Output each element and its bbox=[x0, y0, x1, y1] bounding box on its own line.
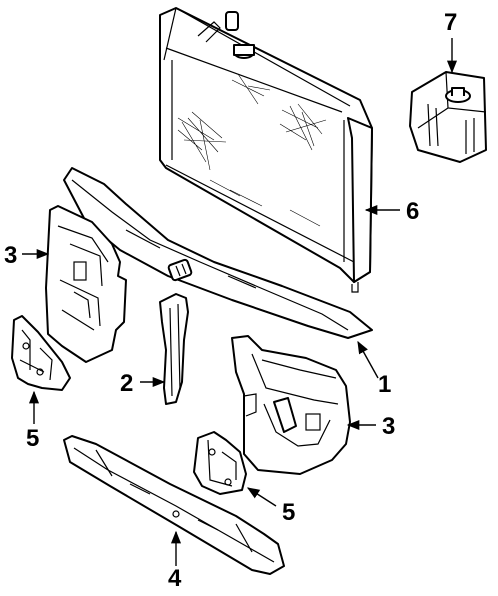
radiator bbox=[159, 7, 373, 293]
coolant-reservoir bbox=[409, 71, 487, 163]
center-brace bbox=[159, 293, 189, 405]
leader-1 bbox=[357, 340, 379, 379]
leader-lines bbox=[22, 38, 458, 566]
callout-7: 7 bbox=[444, 9, 457, 36]
callout-4: 4 bbox=[168, 565, 182, 592]
radiator-support-upper bbox=[63, 167, 373, 339]
lower-tie-bar bbox=[63, 435, 285, 575]
leader-5b bbox=[246, 487, 277, 507]
radiator-fins bbox=[177, 73, 327, 227]
side-panel-left bbox=[45, 205, 127, 363]
callout-3-right: 3 bbox=[382, 413, 395, 440]
callout-labels: 1 2 3 3 4 5 5 6 7 bbox=[4, 9, 457, 592]
callout-3-left: 3 bbox=[4, 242, 17, 269]
radiator-cap bbox=[225, 11, 255, 59]
callout-1: 1 bbox=[378, 371, 391, 398]
callout-5-right: 5 bbox=[282, 499, 295, 526]
bracket-right bbox=[193, 431, 247, 495]
callout-5-left: 5 bbox=[26, 425, 39, 452]
side-panel-right bbox=[231, 335, 351, 475]
bracket-left bbox=[11, 315, 71, 391]
callout-6: 6 bbox=[406, 198, 419, 225]
callout-2: 2 bbox=[120, 370, 133, 397]
